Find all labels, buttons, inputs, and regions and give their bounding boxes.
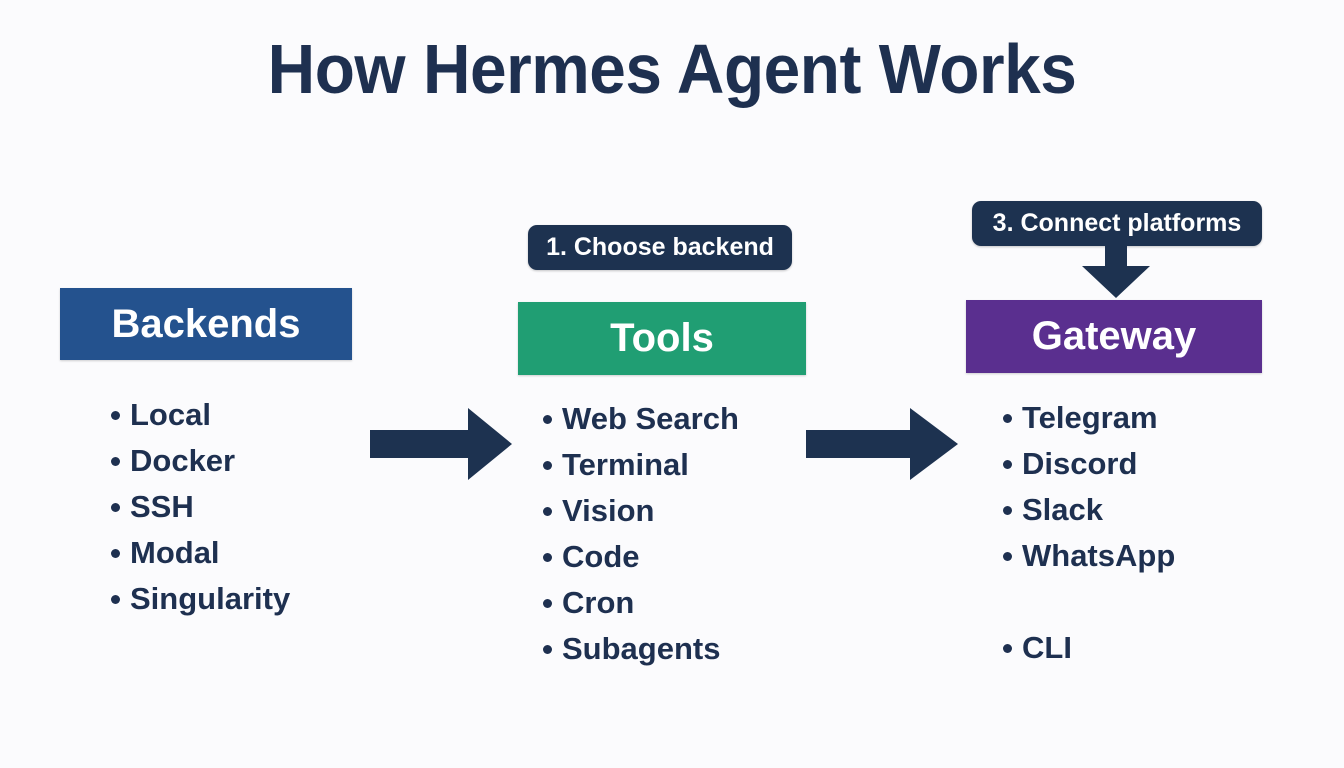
list-item: Vision bbox=[522, 488, 806, 534]
column-header-backends-label: Backends bbox=[111, 301, 301, 346]
step-badge-connect-platforms: 3. Connect platforms bbox=[972, 201, 1262, 246]
bullet-icon bbox=[543, 507, 552, 516]
list-item: WhatsApp bbox=[982, 533, 1262, 579]
step-badge-choose-backend: 1. Choose backend bbox=[528, 225, 792, 270]
list-item: Singularity bbox=[90, 576, 352, 622]
list-item-label: Web Search bbox=[562, 401, 739, 436]
list-item-label: Vision bbox=[562, 493, 655, 528]
bullet-icon bbox=[543, 645, 552, 654]
step-badge-3-label: 3. Connect platforms bbox=[992, 209, 1242, 237]
list-item: Slack bbox=[982, 487, 1262, 533]
page-title: How Hermes Agent Works bbox=[267, 30, 1077, 108]
gateway-list: Telegram Discord Slack WhatsApp CLI bbox=[982, 395, 1262, 671]
tools-list: Web Search Terminal Vision Code Cron Sub… bbox=[522, 396, 806, 672]
list-item: SSH bbox=[90, 484, 352, 530]
bullet-icon bbox=[543, 553, 552, 562]
arrow-right-icon bbox=[806, 408, 958, 480]
column-header-backends: Backends bbox=[60, 288, 352, 360]
list-item-label: Local bbox=[130, 397, 211, 432]
list-item-label: Terminal bbox=[562, 447, 689, 482]
bullet-icon bbox=[111, 503, 120, 512]
bullet-icon bbox=[1003, 644, 1012, 653]
list-item-label: Telegram bbox=[1022, 400, 1158, 435]
list-item-label: Singularity bbox=[130, 581, 291, 616]
backends-list: Local Docker SSH Modal Singularity bbox=[90, 392, 352, 622]
list-item-label: SSH bbox=[130, 489, 194, 524]
list-item-label: Docker bbox=[130, 443, 236, 478]
list-item-label: CLI bbox=[1022, 630, 1072, 665]
list-item: Docker bbox=[90, 438, 352, 484]
bullet-icon bbox=[1003, 414, 1012, 423]
column-tools: Tools Web Search Terminal Vision Code Cr… bbox=[518, 302, 806, 672]
list-item: Code bbox=[522, 534, 806, 580]
list-item-label: WhatsApp bbox=[1022, 538, 1176, 573]
step-badge-1-label: 1. Choose backend bbox=[546, 233, 774, 261]
column-header-gateway-label: Gateway bbox=[1031, 314, 1197, 358]
bullet-icon bbox=[543, 415, 552, 424]
column-backends: Backends Local Docker SSH Modal Singular… bbox=[60, 288, 352, 622]
list-item: Cron bbox=[522, 580, 806, 626]
bullet-icon bbox=[1003, 506, 1012, 515]
list-item-label: Cron bbox=[562, 585, 635, 620]
list-item: Modal bbox=[90, 530, 352, 576]
bullet-icon bbox=[1003, 552, 1012, 561]
list-item: Discord bbox=[982, 441, 1262, 487]
list-item-label: Subagents bbox=[562, 631, 721, 666]
list-item-label: Code bbox=[562, 539, 640, 574]
column-header-tools: Tools bbox=[518, 302, 806, 375]
list-item: CLI bbox=[982, 625, 1262, 671]
list-item-label: Modal bbox=[130, 535, 220, 570]
bullet-icon bbox=[111, 457, 120, 466]
list-item: Subagents bbox=[522, 626, 806, 672]
bullet-icon bbox=[111, 549, 120, 558]
arrow-down-icon bbox=[1076, 244, 1156, 298]
arrow-right-icon bbox=[370, 408, 512, 480]
column-header-gateway: Gateway bbox=[966, 300, 1262, 373]
list-item: Web Search bbox=[522, 396, 806, 442]
bullet-icon bbox=[111, 411, 120, 420]
list-item: Terminal bbox=[522, 442, 806, 488]
list-item: Local bbox=[90, 392, 352, 438]
bullet-icon bbox=[543, 461, 552, 470]
bullet-icon bbox=[111, 595, 120, 604]
column-gateway: Gateway Telegram Discord Slack WhatsApp … bbox=[966, 300, 1262, 671]
list-item: Telegram bbox=[982, 395, 1262, 441]
list-item-label: Discord bbox=[1022, 446, 1138, 481]
list-item-spacer bbox=[982, 579, 1262, 625]
list-item-label: Slack bbox=[1022, 492, 1104, 527]
bullet-icon bbox=[1003, 460, 1012, 469]
bullet-icon bbox=[543, 599, 552, 608]
column-header-tools-label: Tools bbox=[610, 316, 714, 360]
